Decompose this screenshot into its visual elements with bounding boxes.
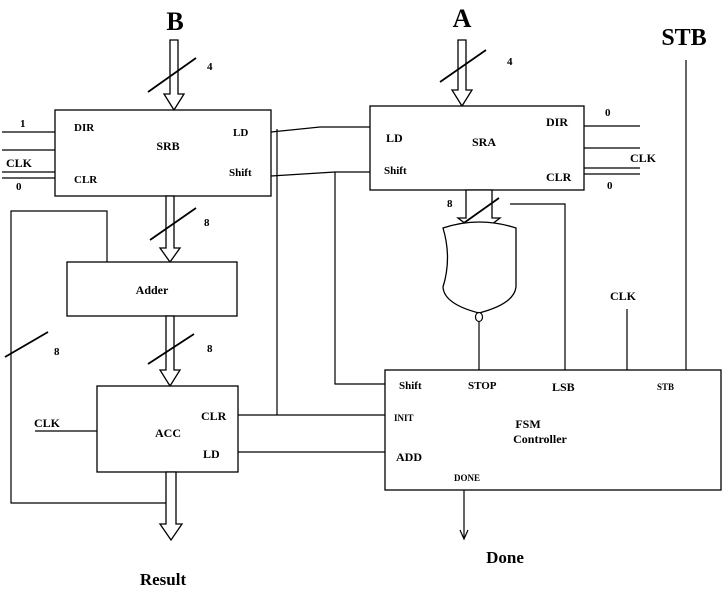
bus-width-feedback: 8 — [54, 346, 60, 358]
acc-block — [96, 385, 239, 473]
fsm-stop-port: STOP — [468, 380, 497, 392]
srb-clr-port: CLR — [74, 174, 98, 186]
fsm-controller-block — [384, 369, 722, 491]
done-output-arrow — [459, 490, 469, 541]
bus-a-to-sra — [439, 39, 487, 108]
fsm-title-line1: FSM — [515, 417, 540, 431]
bus-srb-to-adder — [149, 195, 197, 264]
fsm-init-port: INIT — [394, 413, 414, 423]
sra-dir-port: DIR — [546, 115, 568, 129]
acc-clk-label: CLK — [34, 416, 61, 430]
srb-dir-value: 1 — [20, 118, 26, 130]
bus-width-sra-nor: 8 — [447, 198, 453, 210]
fsm-stb-port: STB — [657, 382, 674, 392]
sra-dir-value: 0 — [605, 107, 611, 119]
adder-block — [66, 261, 238, 317]
adder-label: Adder — [136, 283, 169, 297]
acc-label: ACC — [155, 426, 181, 440]
fsm-done-port: DONE — [454, 473, 480, 483]
shift-wire — [270, 171, 370, 177]
lsb-wire — [510, 203, 566, 370]
bus-b-to-srb — [147, 39, 197, 112]
shift-to-fsm-wire — [334, 172, 385, 385]
ld-wire — [270, 126, 370, 133]
srb-ld-port: LD — [233, 127, 248, 139]
input-a-label: A — [453, 4, 472, 33]
srb-shift-port: Shift — [229, 167, 252, 179]
bus-width-adder-acc: 8 — [207, 343, 213, 355]
nor-gate — [442, 221, 517, 323]
fsm-clk-label: CLK — [610, 289, 637, 303]
sra-clr-value: 0 — [607, 180, 613, 192]
acc-ld-port: LD — [203, 447, 220, 461]
sra-clk-label: CLK — [630, 151, 657, 165]
bus-acc-to-result — [158, 471, 184, 542]
input-stb-label: STB — [661, 25, 706, 51]
sra-clr-port: CLR — [546, 170, 572, 184]
feedback-bus-slash — [4, 331, 49, 358]
acc-clr-port: CLR — [201, 409, 227, 423]
srb-block — [54, 109, 272, 197]
bus-adder-to-acc — [147, 315, 195, 388]
bus-width-a: 4 — [507, 56, 513, 68]
fsm-shift-port: Shift — [399, 380, 422, 392]
srb-dir-port: DIR — [74, 122, 95, 134]
sra-label: SRA — [472, 135, 496, 149]
bus-width-b: 4 — [207, 61, 213, 73]
sra-shift-port: Shift — [384, 165, 407, 177]
sra-ld-port: LD — [386, 131, 403, 145]
result-label: Result — [140, 570, 187, 589]
bus-width-srb-adder: 8 — [204, 217, 210, 229]
srb-clk-label: CLK — [6, 156, 33, 170]
srb-clr-value: 0 — [16, 181, 22, 193]
done-label: Done — [486, 548, 524, 567]
input-b-label: B — [166, 7, 183, 36]
feedback-wire — [10, 210, 166, 504]
fsm-title-line2: Controller — [513, 432, 567, 446]
fsm-lsb-port: LSB — [552, 380, 575, 394]
srb-label: SRB — [156, 139, 179, 153]
fsm-add-port: ADD — [396, 450, 422, 464]
